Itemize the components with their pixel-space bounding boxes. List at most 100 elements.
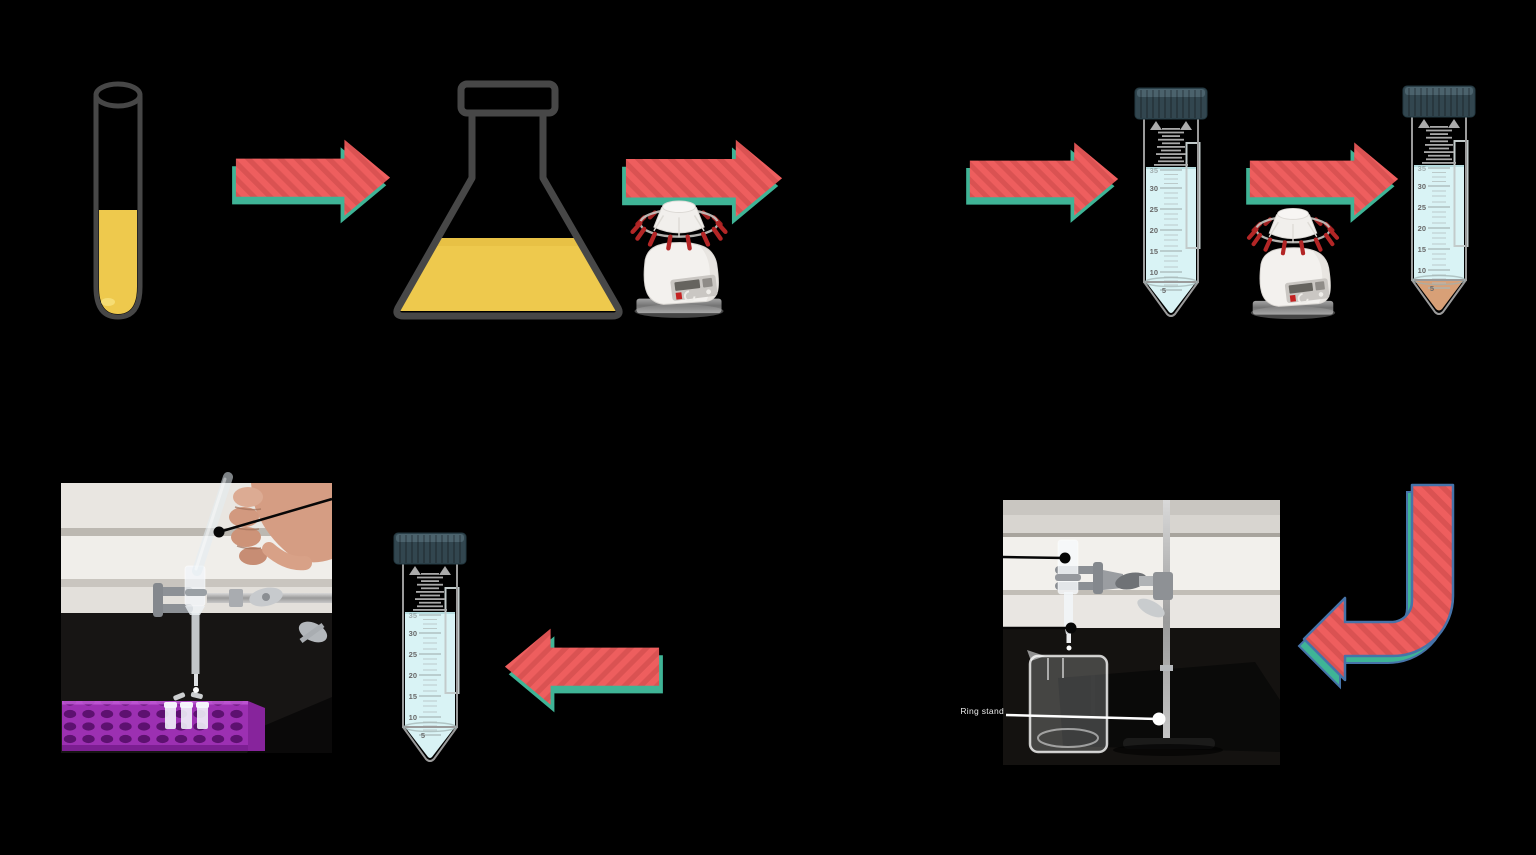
beaker <box>1027 650 1109 754</box>
svg-text:15: 15 <box>1150 247 1158 256</box>
wall <box>1003 515 1280 533</box>
svg-text:5: 5 <box>1430 284 1434 293</box>
svg-text:30: 30 <box>1418 182 1426 191</box>
cone-rim <box>1144 276 1198 288</box>
arrow-right-icon <box>232 139 391 224</box>
test-tube-outline <box>93 96 143 320</box>
callout-line <box>1005 713 1160 721</box>
svg-text:10: 10 <box>409 713 417 722</box>
flask-lip <box>457 80 559 117</box>
svg-text:15: 15 <box>1418 245 1426 254</box>
clamp-assembly <box>153 583 332 644</box>
droplet <box>1066 645 1072 651</box>
svg-text:20: 20 <box>1150 226 1158 235</box>
ring-stand-callout <box>1005 712 1166 726</box>
wall-groove <box>1003 533 1280 537</box>
svg-text:35: 35 <box>409 611 417 620</box>
droplet <box>193 687 199 693</box>
arrow-right-icon <box>966 142 1119 223</box>
flask-outline <box>393 110 623 320</box>
bench-shadow <box>247 697 332 753</box>
cone-rim <box>1412 274 1466 286</box>
label-panel <box>444 587 460 694</box>
arrow-body <box>625 139 783 217</box>
major-ticks <box>419 614 441 736</box>
svg-text:25: 25 <box>409 650 417 659</box>
arrow-body <box>235 139 391 216</box>
label-panel <box>1185 142 1201 249</box>
callout-line <box>1002 555 1066 560</box>
svg-text:20: 20 <box>409 671 417 680</box>
ring-stand <box>1113 500 1223 756</box>
svg-text:10: 10 <box>1150 268 1158 277</box>
arrow-right-icon <box>622 139 783 225</box>
write-on-bars <box>413 573 447 611</box>
callout-dot <box>1059 552 1071 564</box>
svg-text:20: 20 <box>1418 224 1426 233</box>
tube-cap <box>393 532 467 565</box>
triangle-mark <box>409 566 421 575</box>
flask-liquid <box>400 238 616 311</box>
arrow-body <box>1249 142 1399 216</box>
write-on-bars <box>1154 128 1188 166</box>
svg-text:5: 5 <box>421 731 425 740</box>
tube-cap <box>1134 87 1208 120</box>
photo-ring-stand-column <box>1002 500 1280 765</box>
test-tube-mouth <box>93 81 143 109</box>
liquid-highlight <box>101 298 115 306</box>
callout-dot <box>1152 712 1166 726</box>
falcon-tube-icon: 35 30 25 20 15 10 5 <box>1134 87 1208 317</box>
photo-fraction-collection <box>61 472 333 753</box>
triangle-mark <box>1150 121 1162 130</box>
callout-line <box>218 497 333 534</box>
triangle-mark <box>1180 121 1192 130</box>
svg-text:15: 15 <box>409 692 417 701</box>
svg-text:35: 35 <box>1150 166 1158 175</box>
svg-text:25: 25 <box>1150 205 1158 214</box>
svg-text:25: 25 <box>1418 203 1426 212</box>
tube-cone-outline <box>1411 279 1467 315</box>
clamp-front-prong <box>1055 574 1081 581</box>
cone-rim <box>403 721 457 733</box>
ring-stand-label: Ring stand <box>960 706 1004 716</box>
major-ticks <box>1160 169 1182 291</box>
arrow-body <box>504 628 660 705</box>
svg-text:10: 10 <box>1418 266 1426 275</box>
arrow-body <box>969 142 1119 216</box>
microtube-row <box>164 692 209 729</box>
arrow-right-icon <box>1246 142 1399 223</box>
beaker-label-smudge <box>1091 670 1095 716</box>
falcon-tube-pellet-icon: 35 30 25 20 15 10 5 <box>1402 85 1476 315</box>
wall-groove <box>61 528 332 536</box>
serological-pipette <box>192 472 233 576</box>
erlenmeyer-flask-icon <box>393 80 623 320</box>
test-tube-liquid <box>99 210 137 314</box>
pellet <box>1415 281 1463 311</box>
triangle-mark <box>1418 119 1430 128</box>
test-tube-icon <box>93 81 143 320</box>
thumbscrew <box>1137 598 1165 618</box>
svg-text:30: 30 <box>409 629 417 638</box>
write-on-bars <box>1422 126 1456 164</box>
triangle-mark <box>439 566 451 575</box>
arrow-curved-down-left-icon <box>1297 483 1455 690</box>
clamp-front-prong <box>185 589 207 596</box>
wall-groove <box>1003 590 1280 595</box>
centrifuge-icon <box>621 194 737 320</box>
liquid-surface <box>433 238 582 246</box>
svg-text:35: 35 <box>1418 164 1426 173</box>
thumbscrew <box>1115 572 1147 590</box>
callout-dot <box>213 526 225 538</box>
arrow-left-icon <box>504 628 663 713</box>
well-plate-rack <box>62 701 265 751</box>
pipette-highlight <box>194 477 227 571</box>
graduation-labels: 35 30 25 20 15 10 5 <box>1418 164 1434 293</box>
thumb <box>262 542 312 571</box>
triangle-mark <box>1448 119 1460 128</box>
tube-cone-outline <box>1143 281 1199 317</box>
gravity-column <box>184 565 207 693</box>
callout-dot <box>1065 622 1077 634</box>
tube-cone-outline <box>402 726 458 762</box>
falcon-tube-icon: 35 30 25 20 15 10 5 <box>393 532 467 762</box>
